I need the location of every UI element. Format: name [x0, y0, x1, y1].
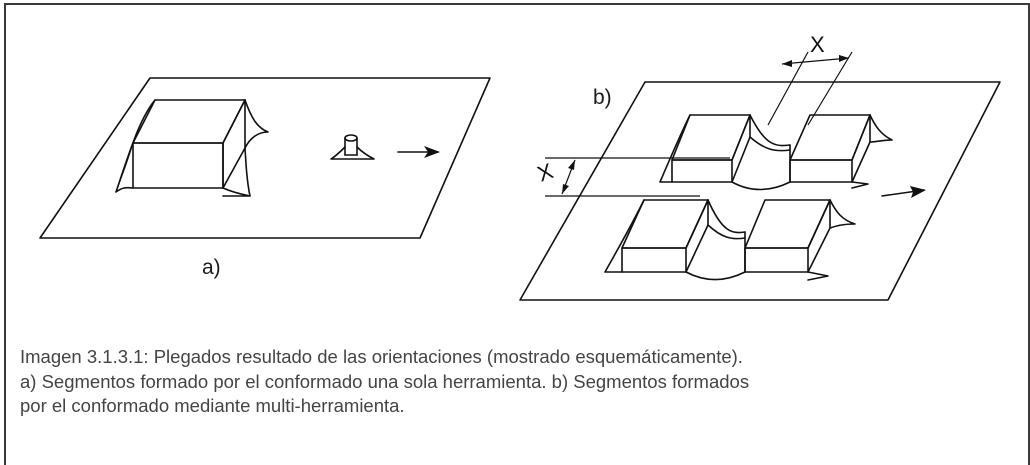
row-bottom — [604, 199, 856, 281]
box-a-front — [132, 142, 224, 189]
caption-line-2: a) Segmentos formado por el conformado u… — [20, 370, 750, 392]
tool-stub-top — [344, 134, 358, 142]
dimension-x-top — [767, 51, 853, 126]
box-a-side — [222, 99, 246, 189]
figure-caption: Imagen 3.1.3.1: Plegados resultado de la… — [20, 345, 1010, 419]
dimension-x-left-label: X — [534, 158, 557, 187]
flare-a-right-bottom — [222, 187, 251, 197]
caption-line-1: Imagen 3.1.3.1: Plegados resultado de la… — [20, 346, 743, 367]
dimension-x-top-label: X — [810, 32, 825, 57]
flare-a-left — [115, 99, 156, 193]
sheet-b — [519, 81, 1001, 301]
diagram-b: X X — [519, 32, 1001, 301]
forming-diagram: X X — [39, 32, 1001, 301]
sheet-a — [39, 77, 491, 239]
label-b: b) — [593, 86, 612, 109]
label-a: a) — [202, 256, 221, 279]
flare-a-right-top — [244, 99, 269, 149]
dimension-x-left — [545, 157, 730, 197]
row-top — [659, 114, 893, 191]
figure-frame — [4, 3, 1030, 465]
caption-line-3: por el conformado mediante multi-herrami… — [20, 395, 405, 416]
diagram-a — [39, 77, 491, 239]
